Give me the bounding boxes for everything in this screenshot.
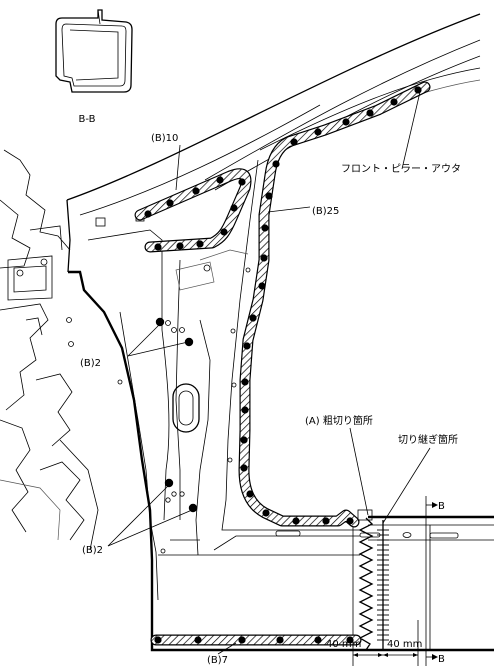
label-rough-cut: (A) 粗切り箇所: [305, 414, 373, 427]
label-b7: (B)7: [207, 655, 228, 666]
label-front-pillar-outer: フロント・ピラー・アウタ: [341, 163, 461, 175]
leader-lines: [107, 91, 431, 655]
sealer-bead-pillar: [238, 81, 431, 528]
label-b25: (B)25: [312, 206, 339, 217]
label-splice-cut: 切り継ぎ箇所: [398, 433, 458, 446]
section-bb-inset: [55, 9, 133, 93]
rough-cut-line: [358, 517, 374, 651]
section-label: B-B: [79, 114, 96, 125]
label-b2-lower: (B)2: [82, 545, 103, 556]
pillar-features: [66, 214, 251, 554]
spot-welds: [144, 86, 422, 644]
label-b-marker-top: B: [438, 501, 445, 512]
label-dim-left: 40 mm: [326, 639, 361, 650]
label-b-marker-bottom: B: [438, 654, 445, 665]
splice-cut-line: [377, 520, 389, 650]
engine-bay-structure: [0, 149, 99, 551]
a-pillar-edge: [66, 199, 71, 273]
section-b-marker: [425, 496, 438, 666]
label-dim-right: 40 mm: [387, 639, 422, 650]
label-b10: (B)10: [151, 133, 178, 144]
sealer-bead-windshield: [134, 168, 252, 253]
label-b2-upper: (B)2: [80, 358, 101, 369]
pillar-outer-edge: [68, 270, 370, 652]
